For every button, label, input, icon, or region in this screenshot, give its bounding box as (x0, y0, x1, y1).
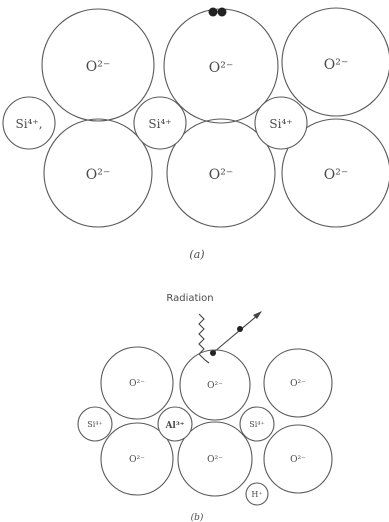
oxygen-ion-b-bottom-2 (177, 421, 253, 497)
silicon-label-a-2: Si⁴⁺ (148, 117, 171, 131)
electron-a-2 (217, 7, 227, 17)
radiation-wave (198, 313, 210, 364)
electron-a-1 (208, 7, 218, 17)
hydrogen-label: H⁺ (251, 490, 262, 499)
oxygen-label-a-top-3: O²⁻ (324, 57, 348, 73)
oxygen-ion-a-top-1 (41, 8, 155, 122)
oxygen-label-a-bottom-1: O²⁻ (86, 167, 110, 183)
silicon-ion-a-2 (133, 96, 187, 150)
silicon-label-a-3: Si⁴⁺ (269, 117, 292, 131)
silicon-ion-b-1 (77, 406, 113, 442)
oxygen-ion-a-bottom-3 (281, 118, 389, 228)
silicon-ion-a-3 (254, 96, 308, 150)
oxygen-label-b-bottom-3: O²⁻ (290, 455, 306, 465)
silicon-label-b-2: Si⁴⁺ (249, 420, 264, 429)
aluminum-ion (157, 406, 193, 442)
surface-electron (210, 350, 216, 356)
silicon-label-a-1: Si⁴⁺, (15, 117, 42, 131)
oxygen-ion-b-bottom-3 (263, 424, 333, 494)
electron-path (213, 314, 259, 353)
aluminum-label: Al³⁺ (164, 421, 184, 431)
oxygen-ion-a-bottom-2 (166, 118, 276, 228)
oxygen-ion-b-bottom-1 (100, 422, 174, 496)
oxygen-label-a-bottom-3: O²⁻ (324, 167, 348, 183)
oxygen-label-b-bottom-1: O²⁻ (129, 455, 145, 465)
caption-b: (b) (191, 512, 204, 522)
oxygen-label-b-bottom-2: O²⁻ (207, 455, 223, 465)
oxygen-ion-b-top-2 (179, 349, 251, 421)
hydrogen-ion (245, 482, 269, 506)
oxygen-label-b-top-2: O²⁻ (207, 381, 223, 391)
oxygen-label-b-top-3: O²⁻ (290, 379, 306, 389)
ejected-electron (237, 326, 243, 332)
oxygen-ion-a-top-3 (281, 7, 389, 117)
oxygen-ion-b-top-1 (100, 346, 174, 420)
silicon-label-b-1: Si⁴⁺ (87, 420, 102, 429)
oxygen-ion-a-bottom-1 (43, 118, 153, 228)
oxygen-label-a-bottom-2: O²⁻ (209, 167, 233, 183)
silicon-ion-b-2 (239, 406, 275, 442)
oxygen-label-a-top-1: O²⁻ (86, 59, 110, 75)
panel-b: Radiation O²⁻ O²⁻ O²⁻ O²⁻ O²⁻ O²⁻ Si⁴⁺ A… (77, 293, 333, 522)
oxygen-label-b-top-1: O²⁻ (129, 379, 145, 389)
caption-a: (a) (189, 248, 204, 261)
radiation-label: Radiation (166, 293, 213, 304)
oxygen-label-a-top-2: O²⁻ (209, 60, 233, 76)
electron-arrowhead (253, 311, 262, 319)
oxygen-ion-b-top-3 (263, 348, 333, 418)
panel-a: O²⁻ O²⁻ O²⁻ O²⁻ O²⁻ O²⁻ Si⁴⁺, Si⁴⁺ Si⁴⁺ … (2, 7, 389, 261)
silicon-ion-a-1 (2, 96, 56, 150)
